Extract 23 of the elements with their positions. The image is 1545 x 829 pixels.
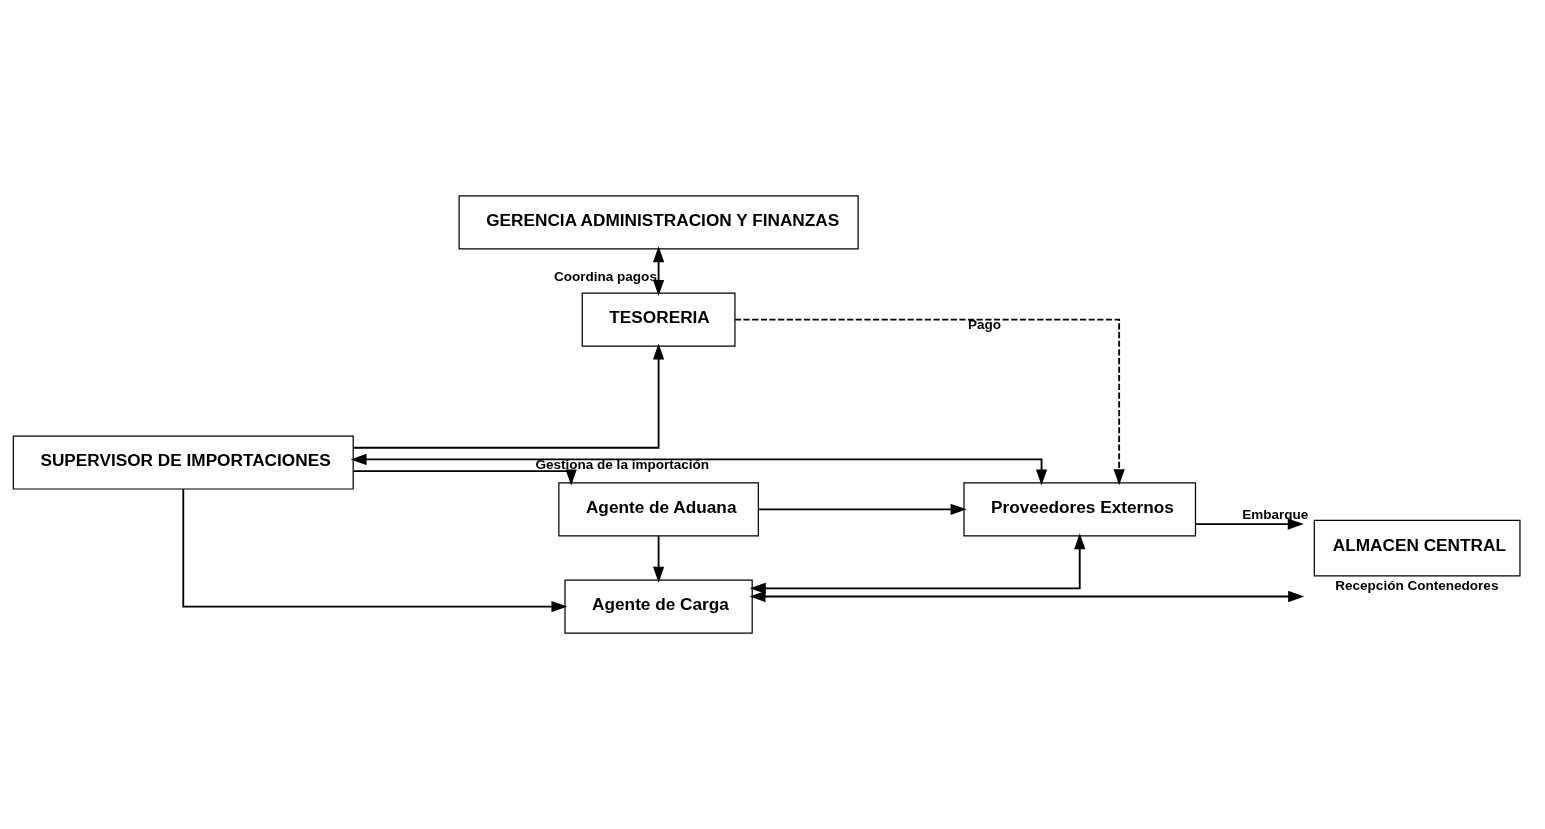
node-box: SUPERVISOR DE IMPORTACIONES	[12, 435, 354, 490]
edge-label: Embarque	[1242, 506, 1309, 522]
arrow	[653, 246, 665, 296]
node-box: Agente de Carga	[564, 579, 753, 634]
arrow	[352, 469, 577, 486]
edge-label: Gestiona de la importación	[535, 457, 710, 473]
edge-label: Pago	[967, 317, 1002, 333]
arrow	[757, 503, 967, 515]
node-label: Recepción Contenedores	[1335, 578, 1499, 594]
arrow	[653, 534, 665, 583]
node-box: Agente de Aduana	[558, 482, 759, 537]
node-box: GERENCIA ADMINISTRACION Y FINANZAS	[458, 195, 859, 250]
arrow	[350, 453, 1048, 486]
arrow	[352, 343, 665, 449]
node-box: ALMACEN CENTRAL	[1313, 519, 1521, 577]
node-box: TESORERIA	[581, 292, 736, 347]
node-box: Proveedores Externos	[963, 482, 1197, 537]
arrow	[734, 318, 1125, 486]
arrow	[1194, 518, 1304, 530]
arrow	[749, 533, 1086, 594]
arrow	[182, 488, 568, 613]
arrow	[749, 590, 1305, 603]
edge-label: Coordina pagos	[553, 268, 657, 284]
